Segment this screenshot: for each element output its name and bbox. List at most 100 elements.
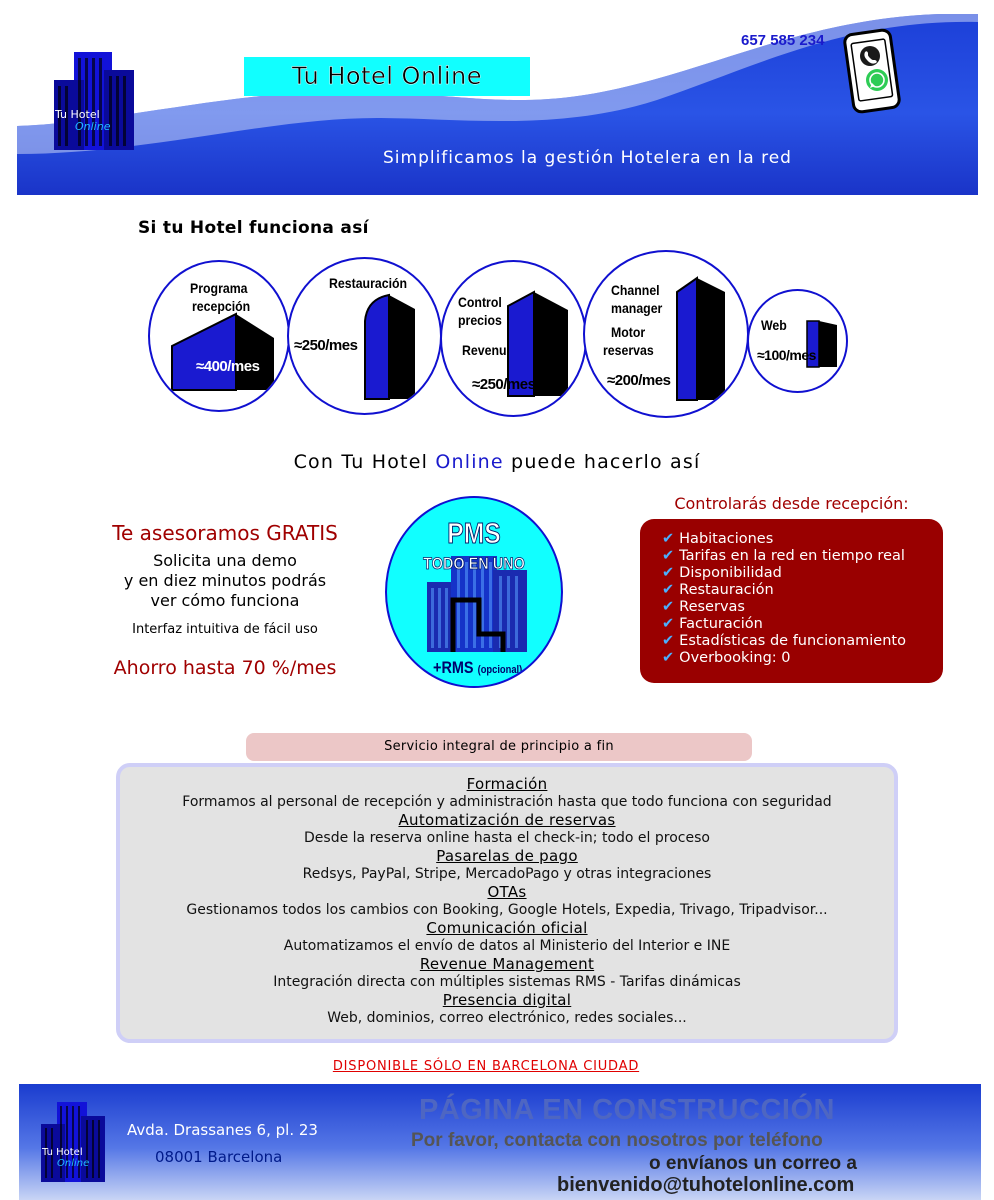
pms-badge[interactable]: PMS TODO EN UNO +RMS (opcional) — [385, 496, 563, 688]
feature-label: Disponibilidad — [679, 565, 782, 581]
bubble-label: Programa — [190, 280, 248, 296]
bubble-label: precios — [458, 312, 502, 328]
feature-label: Reservas — [679, 599, 745, 615]
feature-label: Overbooking: 0 — [679, 650, 791, 666]
header-banner: Tu Hotel Online Tu Hotel Online 657 585 … — [17, 14, 978, 195]
check-icon: ✔ — [662, 582, 675, 598]
demo-text-line: y en diez minutos podrás — [123, 571, 327, 590]
phone-call-icon — [860, 46, 880, 66]
service-desc: Redsys, PayPal, Stripe, MercadoPago y ot… — [302, 866, 712, 882]
address-street: Avda. Drassanes 6, pl. 23 — [127, 1121, 318, 1139]
feature-label: Habitaciones — [679, 531, 774, 547]
interface-note: Interfaz intuitiva de fácil uso — [132, 622, 318, 637]
cost-bubble-revenue: Control precios Revenue ≈250/mes — [440, 260, 587, 417]
feature-item: ✔Habitaciones — [662, 531, 943, 548]
demo-text-line: ver cómo funciona — [150, 591, 300, 610]
check-icon: ✔ — [662, 616, 675, 632]
footer: Tu Hotel Online Avda. Drassanes 6, pl. 2… — [19, 1084, 981, 1200]
building-shape — [676, 276, 725, 401]
bubble-label: reservas — [603, 342, 654, 358]
rms-optional-note: (opcional) — [477, 664, 523, 676]
service-desc: Automatizamos el envío de datos al Minis… — [283, 938, 731, 954]
rms-label: +RMS — [433, 658, 474, 677]
section-current-title: Si tu Hotel funciona así — [138, 218, 369, 238]
feature-item: ✔Facturación — [662, 616, 943, 633]
footer-logo[interactable]: Tu Hotel Online — [39, 1100, 107, 1182]
bubble-label: Restauración — [329, 275, 408, 291]
service-desc: Web, dominios, correo electrónico, redes… — [327, 1010, 687, 1026]
service-desc: Desde la reserva online hasta el check-i… — [304, 830, 710, 846]
cost-bubble-reception: Programa recepción ≈400/mes — [148, 260, 290, 412]
cost-bubble-restaurant: Restauración ≈250/mes — [287, 257, 442, 415]
pms-subtitle: TODO EN UNO — [423, 554, 525, 574]
email-link[interactable]: bienvenido@tuhotelonline.com — [557, 1174, 855, 1196]
site-title[interactable]: Tu Hotel Online — [244, 57, 530, 96]
check-icon: ✔ — [662, 599, 675, 615]
feature-label: Restauración — [679, 582, 774, 598]
feature-label: Estadísticas de funcionamiento — [679, 633, 906, 649]
logo-text-tu-hotel: Tu Hotel — [42, 1147, 83, 1158]
building-shape — [507, 290, 568, 397]
section-solution-title-highlight: Online — [435, 451, 504, 473]
building-shape — [171, 312, 274, 391]
demo-text-line: Solicita una demo — [153, 551, 297, 570]
bubble-label: manager — [611, 300, 663, 316]
feature-item: ✔Disponibilidad — [662, 565, 943, 582]
under-construction-banner: PÁGINA EN CONSTRUCCIÓN — [419, 1094, 835, 1126]
feature-label: Tarifas en la red en tiempo real — [679, 548, 905, 564]
check-icon: ✔ — [662, 565, 675, 581]
bubble-label: Channel — [611, 282, 660, 298]
smartphone-icon[interactable] — [843, 28, 907, 114]
feature-item: ✔Restauración — [662, 582, 943, 599]
header-wave-background — [17, 14, 978, 195]
free-advice-heading: Te asesoramos GRATIS — [112, 521, 338, 545]
bubble-label: Revenue — [462, 342, 514, 358]
buildings-icon — [427, 556, 527, 652]
bubble-label: Web — [761, 317, 787, 333]
cost-bubble-channel-manager: Channel manager Motor reservas ≈200/mes — [583, 250, 749, 418]
cost-bubble-web: Web ≈100/mes — [747, 289, 848, 393]
check-icon: ✔ — [662, 548, 675, 564]
feature-item: ✔Reservas — [662, 599, 943, 616]
service-title-official-communication[interactable]: Comunicación oficial — [426, 919, 588, 937]
services-header: Servicio integral de principio a fin — [246, 733, 752, 761]
bubble-price: ≈250/mes — [294, 337, 358, 354]
header-logo[interactable]: Tu Hotel Online — [52, 50, 136, 150]
feature-label: Facturación — [679, 616, 763, 632]
bubble-label: Control — [458, 294, 502, 310]
logo-text-online: Online — [57, 1158, 90, 1169]
service-desc: Integración directa con múltiples sistem… — [273, 974, 741, 990]
service-title-otas[interactable]: OTAs — [487, 883, 527, 901]
section-solution-title: Con Tu Hotel Online puede hacerlo así — [0, 451, 994, 473]
service-title-training[interactable]: Formación — [466, 775, 548, 793]
section-solution-title-pre: Con Tu Hotel — [293, 451, 436, 473]
address-city: 08001 Barcelona — [155, 1148, 283, 1166]
section-solution-title-post: puede hacerlo así — [503, 451, 701, 473]
whatsapp-icon — [866, 69, 888, 91]
pms-title: PMS — [447, 518, 501, 551]
service-title-payment-gateways[interactable]: Pasarelas de pago — [436, 847, 578, 865]
logo-text-tu-hotel: Tu Hotel — [55, 108, 100, 121]
check-icon: ✔ — [662, 531, 675, 547]
feature-item: ✔Estadísticas de funcionamiento — [662, 633, 943, 650]
check-icon: ✔ — [662, 650, 675, 666]
features-heading: Controlarás desde recepción: — [674, 494, 909, 513]
check-icon: ✔ — [662, 633, 675, 649]
service-title-revenue-management[interactable]: Revenue Management — [419, 955, 595, 973]
service-title-booking-automation[interactable]: Automatización de reservas — [398, 811, 616, 829]
phone-number-link[interactable]: 657 585 234 — [741, 32, 825, 49]
availability-notice-link[interactable]: DISPONIBLE SÓLO EN BARCELONA CIUDAD — [332, 1059, 640, 1074]
features-list: ✔Habitaciones ✔Tarifas en la red en tiem… — [640, 519, 943, 683]
bubble-price: ≈400/mes — [196, 358, 260, 375]
service-title-digital-presence[interactable]: Presencia digital — [442, 991, 572, 1009]
demo-request-text: Solicita una demo y en diez minutos podr… — [60, 551, 390, 611]
services-panel: Formación Formamos al personal de recepc… — [116, 763, 898, 1043]
savings-text: Ahorro hasta 70 %/mes — [113, 657, 337, 679]
feature-item: ✔Tarifas en la red en tiempo real — [662, 548, 943, 565]
contact-text: Por favor, contacta con nosotros por tel… — [411, 1130, 823, 1151]
feature-item: ✔Overbooking: 0 — [662, 650, 943, 667]
bubble-label: Motor — [611, 324, 646, 340]
bubble-price: ≈250/mes — [472, 376, 536, 393]
bubble-price: ≈100/mes — [757, 347, 816, 363]
logo-text-online: Online — [75, 120, 111, 133]
